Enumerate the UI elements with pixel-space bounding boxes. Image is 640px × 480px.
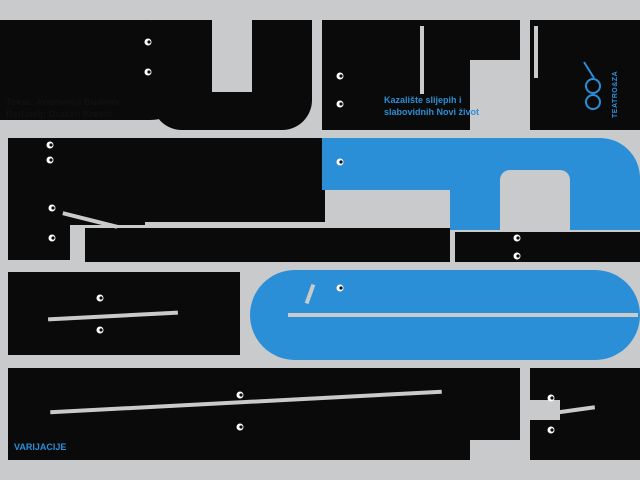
letter-block-blue-bottom	[250, 270, 640, 360]
eye-pair	[547, 394, 555, 434]
letter-block-top-center	[322, 20, 520, 130]
letter-block-blue-top	[322, 138, 640, 230]
letter-block-mid-center	[140, 138, 450, 262]
letter-block-top-u	[152, 20, 312, 130]
logo-mark	[583, 61, 601, 110]
letter-block-bottom-right	[530, 368, 640, 460]
letter-block-mid-right	[455, 232, 640, 262]
pupils	[49, 40, 554, 432]
letter-block-mid-left	[8, 138, 150, 262]
logo-name: TEATRO&ZA	[612, 70, 619, 118]
theatre-name-line1: Kazalište slijepih i	[384, 95, 462, 105]
letter-block-top-right	[530, 20, 640, 130]
letter-block-bottom-wide	[8, 368, 520, 460]
credit-director: Redatelj: Dražen Krešić	[6, 109, 113, 120]
play-title: VARIJACIJE	[14, 442, 67, 452]
credit-text: Tekst: Anamarija Budimir	[6, 97, 121, 108]
letter-block-top-left	[0, 20, 200, 120]
letter-block-lower-left	[8, 272, 240, 355]
theatre-name-line2: slabovidnih Novi život	[384, 107, 480, 117]
